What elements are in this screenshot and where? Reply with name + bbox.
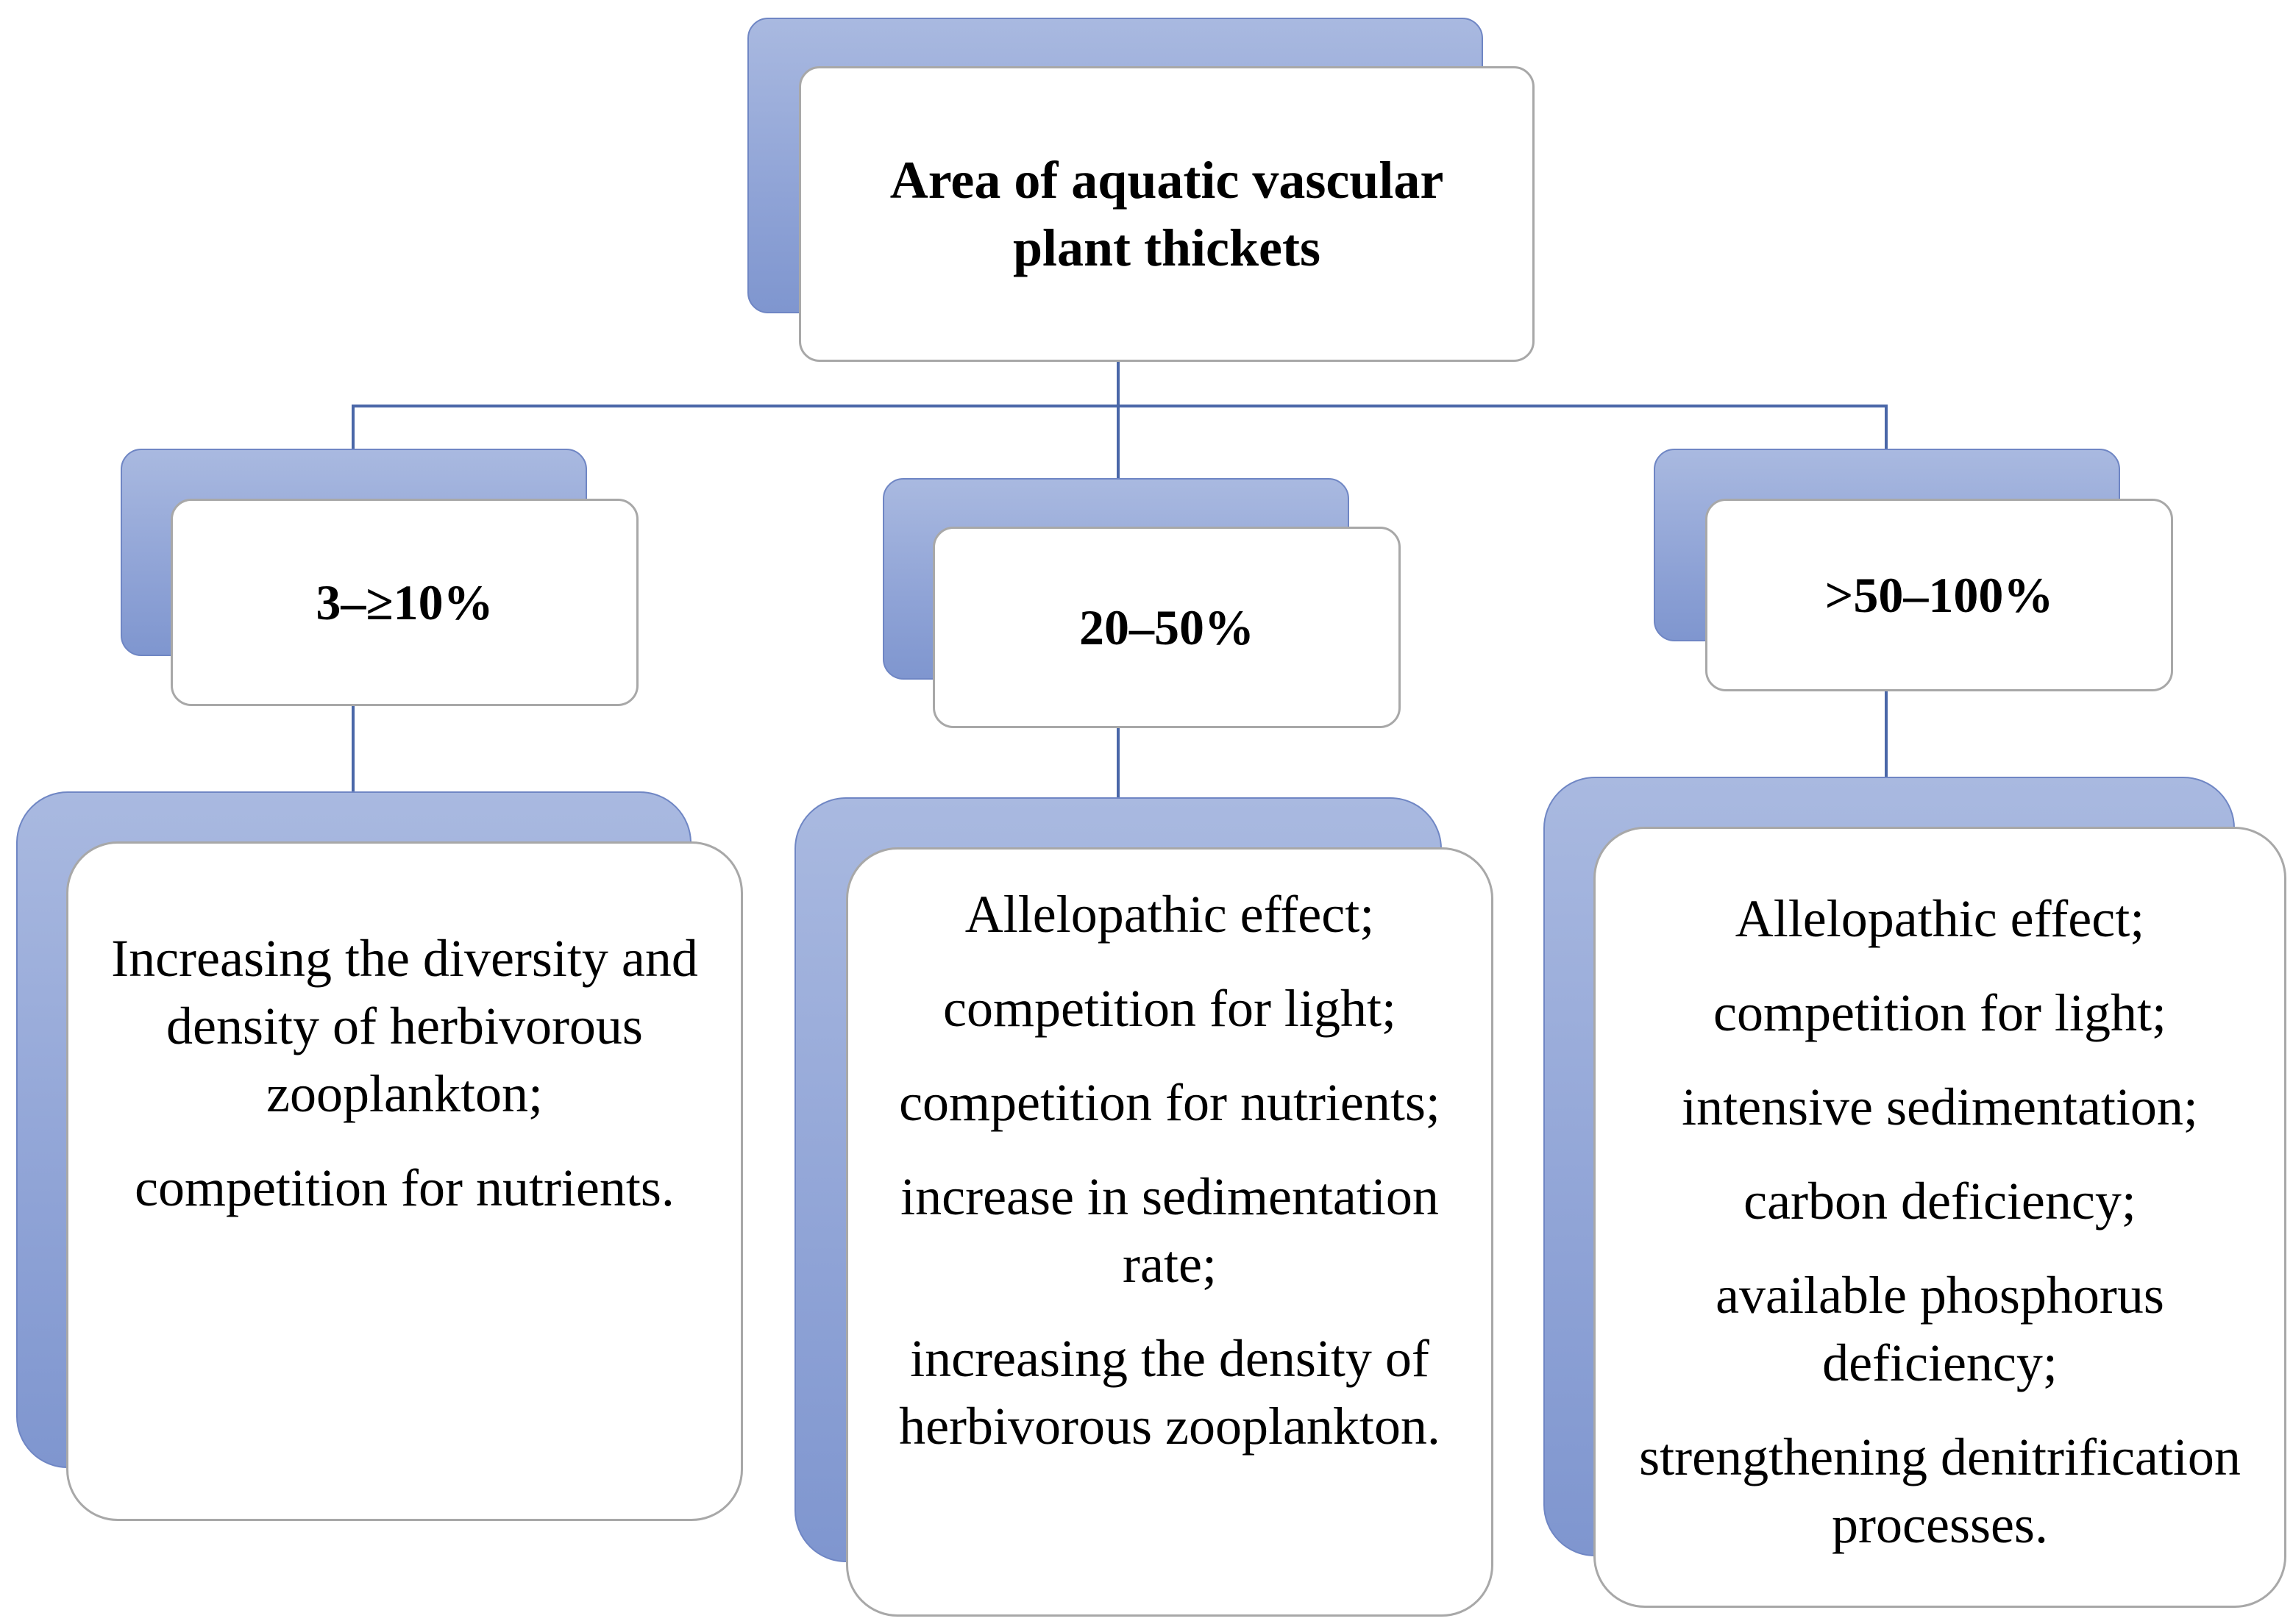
effects-1-item: Increasing the diversity and density of … xyxy=(111,929,698,1123)
branch-1-range: 3–≥10% xyxy=(316,574,494,630)
branch-1-node: 3–≥10% xyxy=(171,499,639,706)
effects-3-item: available phosphorus deficiency; xyxy=(1716,1266,2164,1392)
effects-1-list: Increasing the diversity and density of … xyxy=(103,925,706,1222)
effects-1-item: competition for nutrients. xyxy=(135,1158,675,1217)
effects-3-item: competition for light; xyxy=(1713,983,2166,1042)
effects-2-item: increasing the density of herbivorous zo… xyxy=(899,1329,1440,1456)
connector-to-branch-3 xyxy=(1885,405,1888,452)
root-node: Area of aquatic vascular plant thickets xyxy=(799,66,1535,362)
effects-1-box: Increasing the diversity and density of … xyxy=(66,841,743,1521)
effects-2-item: competition for nutrients; xyxy=(899,1073,1440,1132)
effects-3-item: Allelopathic effect; xyxy=(1735,889,2145,948)
effects-3-item: intensive sedimentation; xyxy=(1682,1078,2198,1136)
effects-3-list: Allelopathic effect; competition for lig… xyxy=(1624,885,2256,1559)
effects-3-box: Allelopathic effect; competition for lig… xyxy=(1593,827,2286,1608)
root-node-label: Area of aquatic vascular plant thickets xyxy=(889,151,1444,277)
branch-3-range: >50–100% xyxy=(1824,566,2054,623)
connector-branch-1-to-effects xyxy=(352,706,355,794)
branch-3-node: >50–100% xyxy=(1705,499,2173,691)
connector-branch-3-to-effects xyxy=(1885,691,1888,780)
connector-branch-2-to-effects xyxy=(1117,728,1120,800)
effects-2-item: Allelopathic effect; xyxy=(964,885,1375,944)
effects-2-box: Allelopathic effect; competition for lig… xyxy=(846,847,1493,1617)
effects-2-item: increase in sedimentation rate; xyxy=(900,1167,1439,1294)
connector-to-branch-1 xyxy=(352,405,355,452)
effects-2-list: Allelopathic effect; competition for lig… xyxy=(879,880,1460,1460)
connector-root-down xyxy=(1117,360,1120,406)
effects-3-item: strengthening denitrification processes. xyxy=(1639,1428,2241,1554)
effects-2-item: competition for light; xyxy=(943,979,1396,1038)
branch-2-range: 20–50% xyxy=(1079,599,1254,655)
effects-3-item: carbon deficiency; xyxy=(1743,1172,2136,1231)
branch-2-node: 20–50% xyxy=(933,527,1401,728)
connector-to-branch-2 xyxy=(1117,405,1120,481)
